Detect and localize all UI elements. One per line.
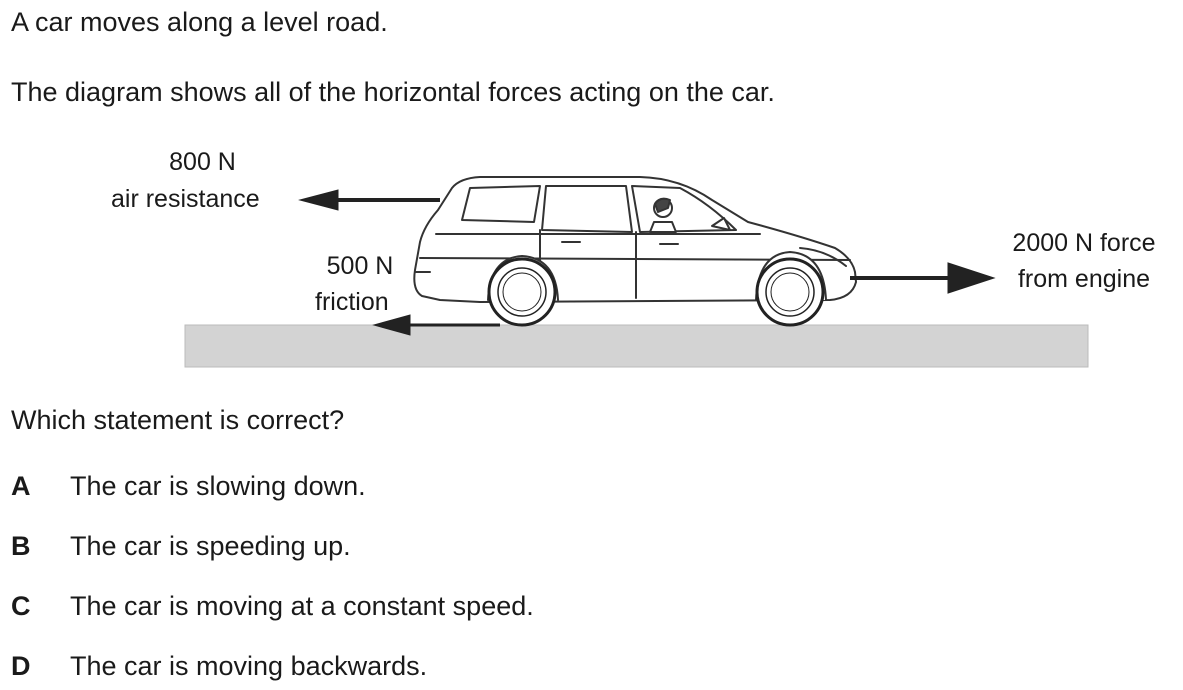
option-d-text: The car is moving backwards. [70,651,428,681]
air-resistance-label: air resistance [111,185,260,213]
air-resistance-arrow [298,189,440,211]
engine-force-value: 2000 N force [1012,229,1156,257]
air-resistance-value: 800 N [169,148,236,176]
friction-arrow [372,314,500,336]
option-c-text: The car is moving at a constant speed. [70,591,534,621]
friction-label: friction [315,288,389,316]
option-b-letter: B [11,531,31,561]
intro-sentence-2: The diagram shows all of the horizontal … [11,77,775,107]
road [184,324,1089,368]
engine-force-arrow [850,262,996,294]
engine-force-label: from engine [1017,265,1151,293]
option-c-letter: C [11,591,31,621]
option-a-letter: A [11,471,31,501]
option-a-text: The car is slowing down. [70,471,366,501]
friction-value: 500 N [326,252,394,280]
option-d-letter: D [11,651,31,681]
front-wheel-icon [755,257,825,327]
car-force-diagram-svg [184,176,1089,368]
question-text: Which statement is correct? [11,405,345,435]
force-diagram: 800 N air resistance 500 N friction 2000… [0,130,1183,380]
driver-icon [649,197,677,233]
rear-wheel-icon [487,257,557,327]
intro-sentence-1: A car moves along a level road. [11,7,388,37]
option-b-text: The car is speeding up. [70,531,351,561]
